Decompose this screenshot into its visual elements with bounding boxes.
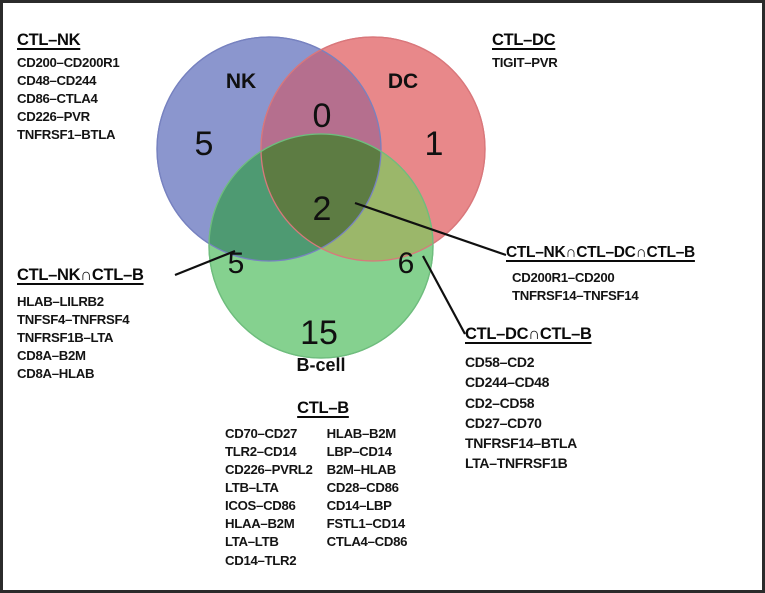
annotation-ctl-nk: CTL–NK CD200–CD200R1 CD48–CD244 CD86–CTL… xyxy=(17,31,120,144)
list-item: LTB–LTA xyxy=(225,480,279,496)
list-item: TLR2–CD14 xyxy=(225,444,297,460)
annotation-ctl-dc-ctl-b: CTL–DC∩CTL–B CD58–CD2 CD244–CD48 CD2–CD5… xyxy=(465,325,592,474)
annotation-ctl-nk-ctl-b-list: HLAB–LILRB2 TNFSF4–TNFRSF4 TNFRSF1B–LTA … xyxy=(17,293,144,383)
list-item: CD2–CD58 xyxy=(465,394,535,411)
venn-diagram: NK DC B-cell 5 1 0 2 5 6 15 xyxy=(151,31,491,391)
venn-region-nk-dc-b xyxy=(261,134,381,261)
list-item: CD58–CD2 xyxy=(465,354,535,370)
annotation-ctl-dc-list: TIGIT–PVR xyxy=(492,54,558,72)
annotation-ctl-nk-ctl-dc-ctl-b-title: CTL–NK∩CTL–DC∩CTL–B xyxy=(506,244,695,261)
list-item: HLAB–B2M xyxy=(326,426,397,441)
annotation-ctl-dc-ctl-b-title: CTL–DC∩CTL–B xyxy=(465,325,592,343)
list-item: CD8A–B2M xyxy=(17,348,86,364)
list-item: TNFRSF1–BTLA xyxy=(17,127,116,143)
annotation-ctl-nk-ctl-dc-ctl-b-list: CD200R1–CD200 TNFRSF14–TNFSF14 xyxy=(512,269,695,305)
list-item: CD70–CD27 xyxy=(225,426,298,441)
list-item: CD28–CD86 xyxy=(326,480,399,496)
list-item: TNFRSF14–BTLA xyxy=(465,435,577,452)
list-item: HLAB–LILRB2 xyxy=(17,294,104,309)
annotation-ctl-b-title: CTL–B xyxy=(297,399,349,417)
list-item: LBP–CD14 xyxy=(326,444,392,460)
annotation-ctl-nk-ctl-dc-ctl-b: CTL–NK∩CTL–DC∩CTL–B CD200R1–CD200 TNFRSF… xyxy=(506,244,695,305)
list-item: TNFSF4–TNFRSF4 xyxy=(17,312,130,328)
annotation-ctl-b-column-right: HLAB–B2M LBP–CD14 B2M–HLAB CD28–CD86 CD1… xyxy=(327,425,408,570)
list-item: FSTL1–CD14 xyxy=(326,516,406,532)
annotation-ctl-dc-title: CTL–DC xyxy=(492,31,556,49)
annotation-ctl-nk-title: CTL–NK xyxy=(17,31,81,49)
list-item: CD48–CD244 xyxy=(17,73,97,89)
list-item: ICOS–CD86 xyxy=(225,498,296,514)
list-item: CD200–CD200R1 xyxy=(17,55,120,70)
list-item: CD27–CD70 xyxy=(465,414,542,431)
list-item: CD14–TLR2 xyxy=(225,552,297,568)
annotation-ctl-nk-ctl-b: CTL–NK∩CTL–B HLAB–LILRB2 TNFSF4–TNFRSF4 … xyxy=(17,266,144,383)
list-item: CD226–PVR xyxy=(17,109,90,125)
annotation-ctl-b-columns: CD70–CD27 TLR2–CD14 CD226–PVRL2 LTB–LTA … xyxy=(225,425,421,570)
annotation-ctl-b-column-left: CD70–CD27 TLR2–CD14 CD226–PVRL2 LTB–LTA … xyxy=(225,425,313,570)
annotation-ctl-dc-ctl-b-list: CD58–CD2 CD244–CD48 CD2–CD58 CD27–CD70 T… xyxy=(465,352,592,474)
annotation-ctl-nk-list: CD200–CD200R1 CD48–CD244 CD86–CTLA4 CD22… xyxy=(17,54,120,144)
venn-outline-dc xyxy=(260,36,486,262)
list-item: LTA–LTB xyxy=(225,534,279,550)
venn-outline-nk xyxy=(156,36,382,262)
list-item: CD86–CTLA4 xyxy=(17,91,98,107)
annotation-ctl-nk-ctl-b-title: CTL–NK∩CTL–B xyxy=(17,266,144,284)
list-item: CD14–LBP xyxy=(326,498,392,514)
list-item: LTA–TNFRSF1B xyxy=(465,455,568,472)
list-item: TNFRSF1B–LTA xyxy=(17,330,114,346)
list-item: TNFRSF14–TNFSF14 xyxy=(512,288,639,304)
list-item: HLAA–B2M xyxy=(225,516,295,532)
list-item: TIGIT–PVR xyxy=(492,55,558,70)
list-item: CD8A–HLAB xyxy=(17,366,95,382)
annotation-ctl-dc: CTL–DC TIGIT–PVR xyxy=(492,31,558,72)
annotation-ctl-b: CTL–B CD70–CD27 TLR2–CD14 CD226–PVRL2 LT… xyxy=(225,399,421,570)
list-item: CD226–PVRL2 xyxy=(225,462,313,478)
venn-svg xyxy=(156,36,486,359)
list-item: CD200R1–CD200 xyxy=(512,270,615,285)
list-item: CTLA4–CD86 xyxy=(326,534,408,550)
list-item: B2M–HLAB xyxy=(326,462,397,478)
list-item: CD244–CD48 xyxy=(465,374,550,391)
